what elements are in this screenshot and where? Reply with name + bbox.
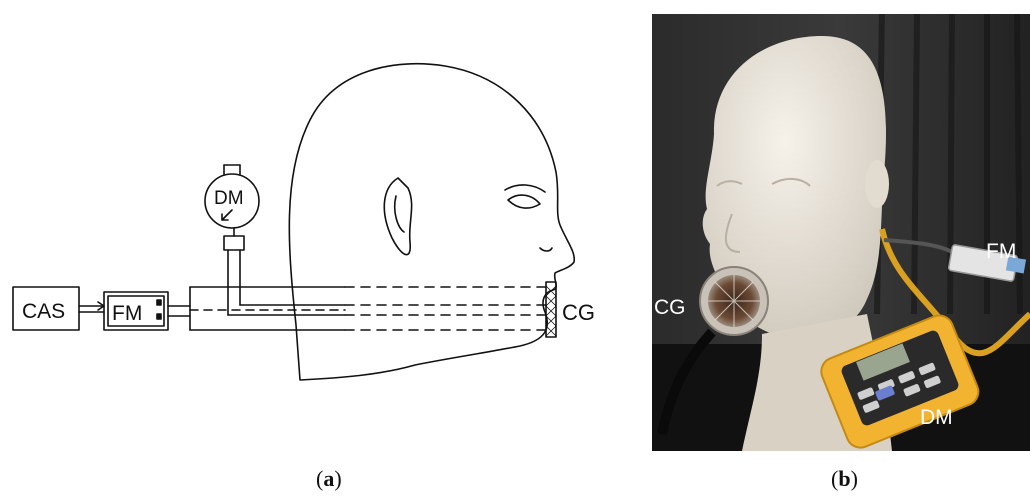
dm-photo-label: DM	[920, 406, 953, 430]
caption-b-letter: b	[838, 466, 850, 491]
caption-a-letter: a	[323, 466, 334, 491]
cg-label: CG	[562, 300, 595, 325]
fm-photo-label: FM	[986, 240, 1016, 264]
fm-label: FM	[112, 302, 142, 325]
cas-label: CAS	[22, 300, 65, 323]
cg-photo-label: CG	[654, 296, 686, 320]
caption-a: (a)	[316, 466, 342, 492]
caption-a-close: )	[334, 466, 341, 491]
photo-illustration	[652, 14, 1030, 451]
ear-outline	[384, 178, 411, 255]
schematic-drawing: CAS FM DM CG	[0, 0, 640, 495]
caption-b-close: )	[851, 466, 858, 491]
eye-outline	[508, 195, 540, 208]
photo-panel: FM CG DM	[652, 14, 1030, 451]
dm-label: DM	[214, 188, 244, 209]
schematic-panel: CAS FM DM CG	[0, 0, 640, 495]
head-outline	[289, 64, 574, 380]
caption-b: (b)	[831, 466, 858, 492]
